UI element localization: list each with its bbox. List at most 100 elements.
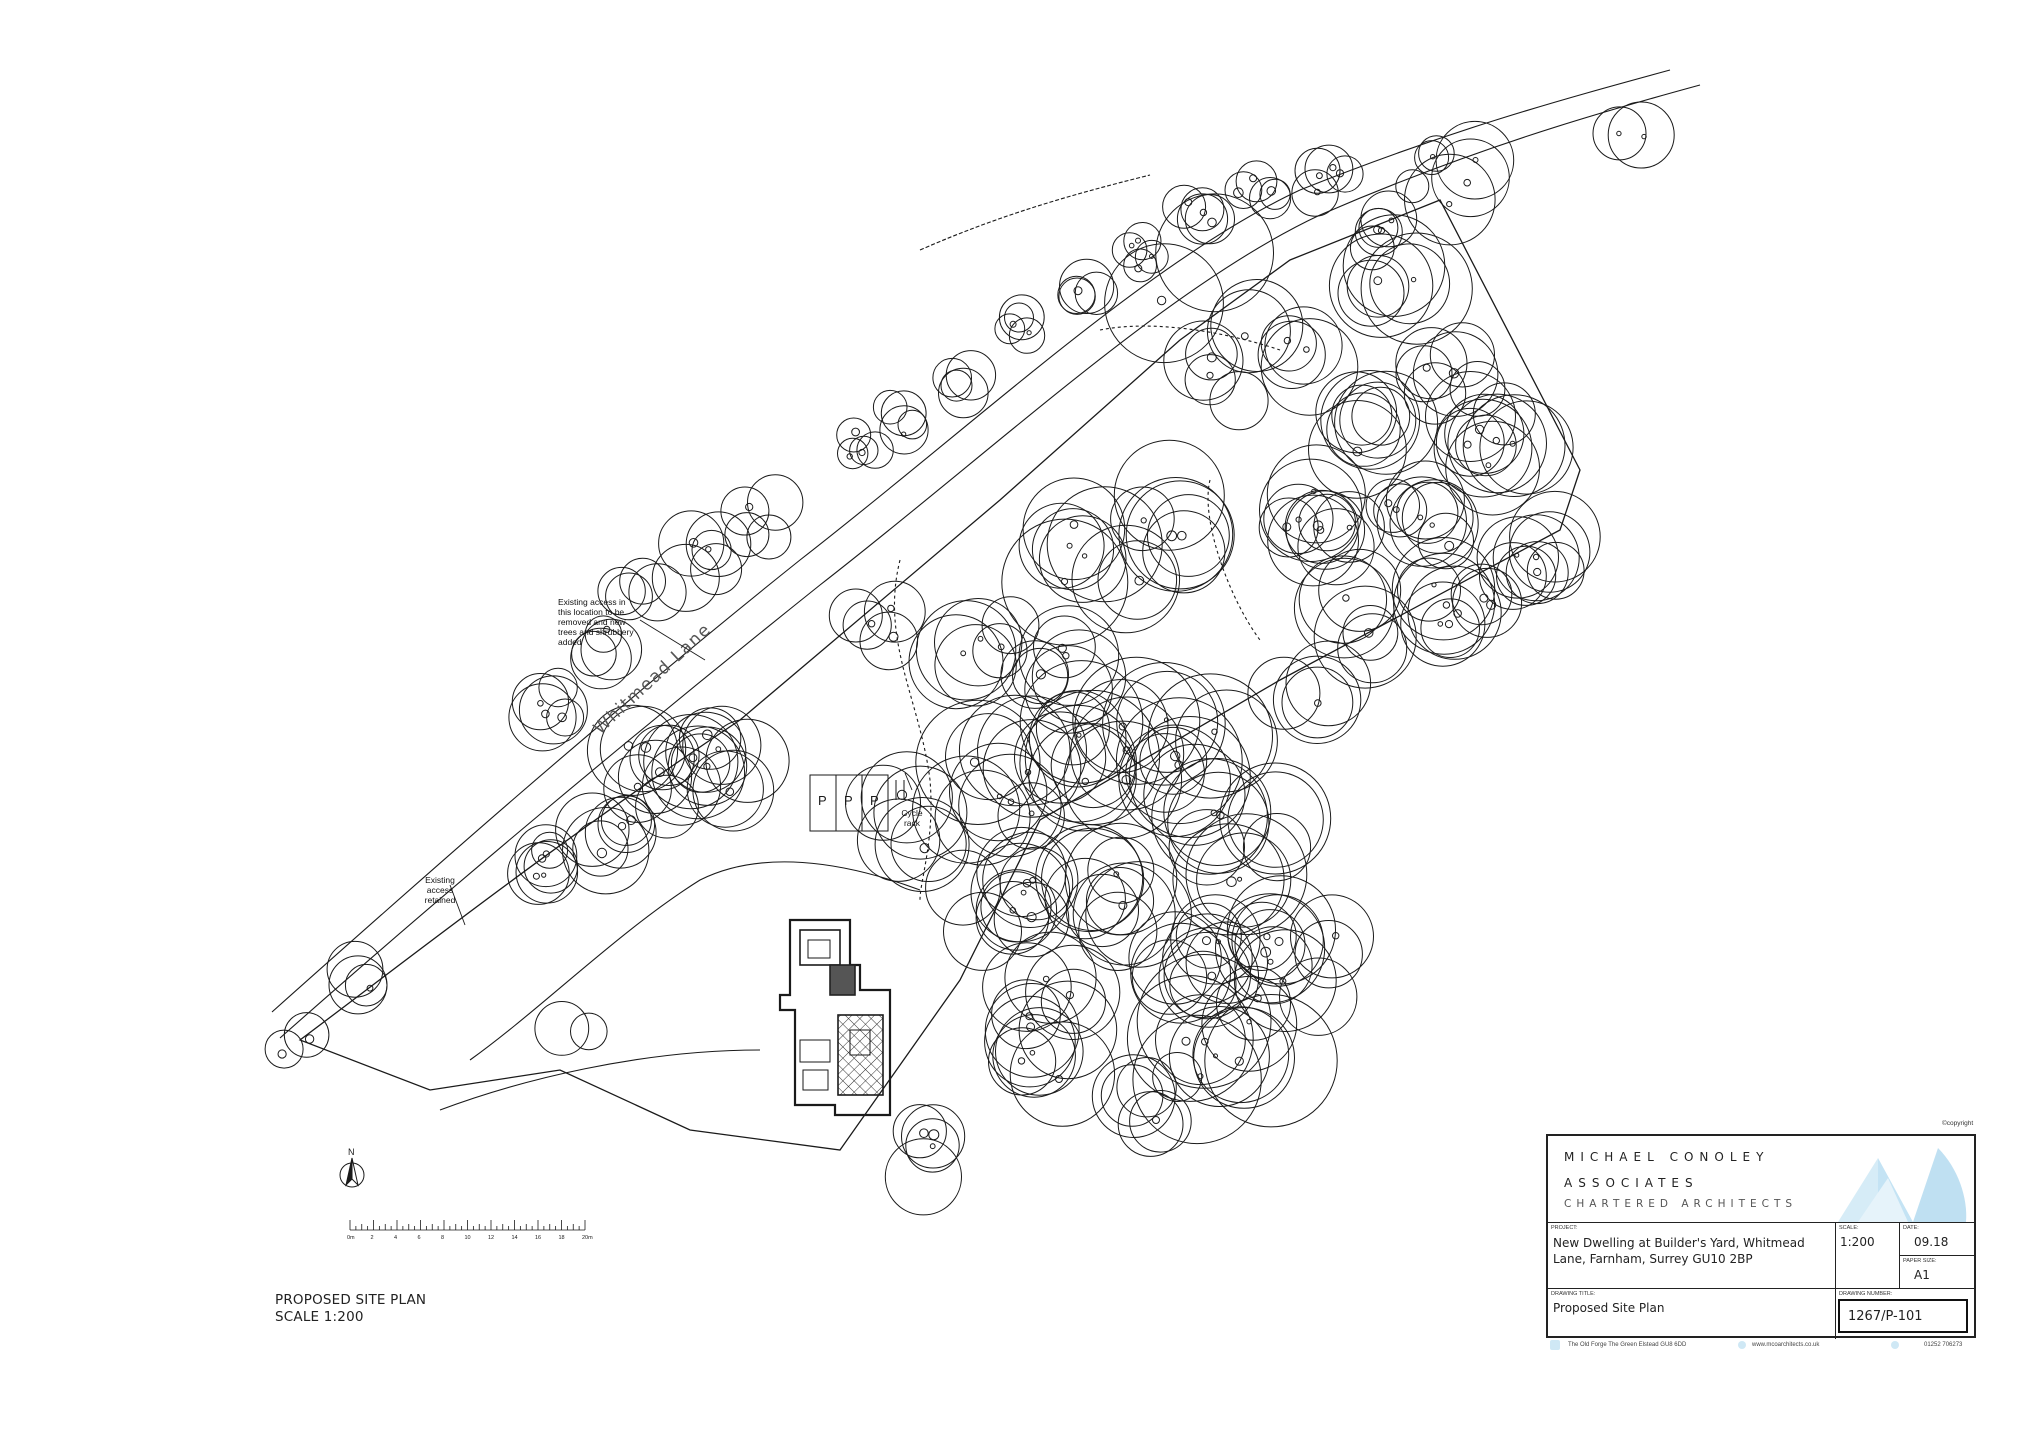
road-edge-outer (271, 69, 1671, 1013)
tree-canopy (1176, 193, 1229, 245)
tree-trunk (1140, 517, 1147, 524)
tree-canopy (1234, 909, 1306, 981)
tree-trunk (1181, 1036, 1191, 1046)
tree-canopy (1462, 394, 1566, 498)
tree-canopy (1315, 371, 1398, 454)
tree-trunk (366, 984, 374, 992)
tree-canopy (1115, 697, 1243, 825)
tree-canopy (571, 630, 617, 677)
tree-trunk (929, 1143, 936, 1150)
tree-canopy (1431, 138, 1510, 218)
tree-canopy (1022, 477, 1126, 581)
tree-trunk (640, 742, 652, 753)
tree-canopy (1123, 222, 1162, 261)
tree-canopy (1185, 813, 1308, 936)
tree-trunk (1316, 172, 1323, 180)
tree-canopy (1389, 479, 1479, 569)
scale-bar-label: 18 (559, 1235, 565, 1241)
project-label: PROJECT: (1551, 1225, 1578, 1231)
tree-canopy (572, 820, 629, 877)
tree-canopy (1024, 645, 1113, 734)
tree-canopy (997, 782, 1065, 850)
tree-canopy (511, 673, 570, 731)
tree-canopy (1209, 371, 1269, 431)
tree-trunk (1134, 264, 1143, 273)
tree-trunk (1485, 462, 1492, 469)
tree-canopy (1162, 184, 1207, 229)
plan-title: PROPOSED SITE PLAN (275, 1292, 427, 1308)
tree-canopy (1059, 258, 1115, 314)
tree-canopy (1126, 975, 1254, 1102)
tree-canopy (1031, 508, 1115, 591)
tree-canopy (1129, 1090, 1192, 1153)
tree-canopy (1192, 1006, 1290, 1104)
phone-icon (1891, 1341, 1899, 1349)
copyright-mark: ©copyright (1942, 1120, 1974, 1127)
tree-trunk (1122, 746, 1131, 755)
tree-canopy (934, 598, 1023, 687)
tree-canopy (1318, 548, 1402, 632)
tree-canopy (1028, 723, 1137, 832)
tree-trunk (1057, 643, 1067, 653)
tree-canopy (892, 1104, 947, 1159)
tree-trunk (1463, 178, 1471, 187)
tree-trunk (1422, 363, 1431, 372)
tree-canopy (845, 764, 921, 841)
tree-canopy (597, 566, 646, 616)
tree-canopy (1215, 893, 1326, 1004)
tree-canopy (1104, 243, 1224, 364)
tree-trunk (1206, 371, 1214, 379)
tree-trunk (1641, 133, 1647, 140)
tree-canopy (538, 667, 578, 708)
plan-caption: PROPOSED SITE PLAN SCALE 1:200 (275, 1292, 426, 1326)
scale-bar-label: 20m (582, 1235, 593, 1241)
tree-trunk (1069, 520, 1079, 529)
tree-canopy (828, 588, 883, 643)
tree-trunk (705, 546, 712, 553)
tree-trunk (1363, 628, 1374, 638)
tree-canopy (643, 714, 739, 810)
tree-canopy (1279, 957, 1358, 1036)
paper-size-value: A1 (1914, 1268, 1930, 1282)
tree-trunk (1486, 599, 1497, 610)
tree-canopy (860, 751, 953, 844)
tree-trunk (996, 793, 1003, 800)
tree-trunk (537, 700, 544, 707)
tree-trunk (1017, 1057, 1026, 1065)
tree-canopy (1019, 660, 1144, 784)
plan-scale: SCALE 1:200 (275, 1309, 364, 1325)
tree-canopy (1193, 1007, 1295, 1109)
tree-trunk (1177, 530, 1187, 541)
footer-web: www.mcoarchitects.co.uk (1752, 1342, 1820, 1348)
tree-canopy (531, 831, 569, 869)
tree-trunk (1388, 217, 1395, 224)
tree-canopy (1008, 317, 1046, 354)
tree-canopy (1143, 743, 1246, 846)
firm-subtitle: CHARTERED ARCHITECTS (1564, 1198, 1798, 1210)
tree-trunk (1429, 522, 1435, 528)
tree-canopy (856, 431, 894, 469)
tree-trunk (1303, 346, 1310, 353)
tree-canopy (1376, 476, 1468, 567)
scale-value: 1:200 (1840, 1235, 1875, 1249)
tree-trunk (633, 782, 642, 791)
tree-canopy (1071, 524, 1181, 634)
tree-trunk (1616, 130, 1622, 137)
tree-canopy (546, 698, 585, 737)
tree-canopy (1293, 557, 1395, 659)
tree-canopy (1097, 540, 1178, 620)
tree-canopy (690, 543, 743, 596)
tree-canopy (915, 699, 1041, 826)
tree-canopy (1125, 480, 1235, 590)
tree-trunk (1026, 1022, 1036, 1032)
tree-trunk (1213, 1053, 1218, 1059)
tree-canopy (1607, 101, 1675, 169)
tree-canopy (1110, 486, 1175, 552)
tree-canopy (619, 557, 666, 605)
tree-trunk (1156, 295, 1167, 306)
logo-mark-icon (1550, 1340, 1560, 1350)
tree-trunk (1352, 446, 1363, 457)
tree-canopy (603, 754, 672, 823)
tree-trunk (557, 712, 567, 723)
tree-canopy (1313, 585, 1417, 689)
